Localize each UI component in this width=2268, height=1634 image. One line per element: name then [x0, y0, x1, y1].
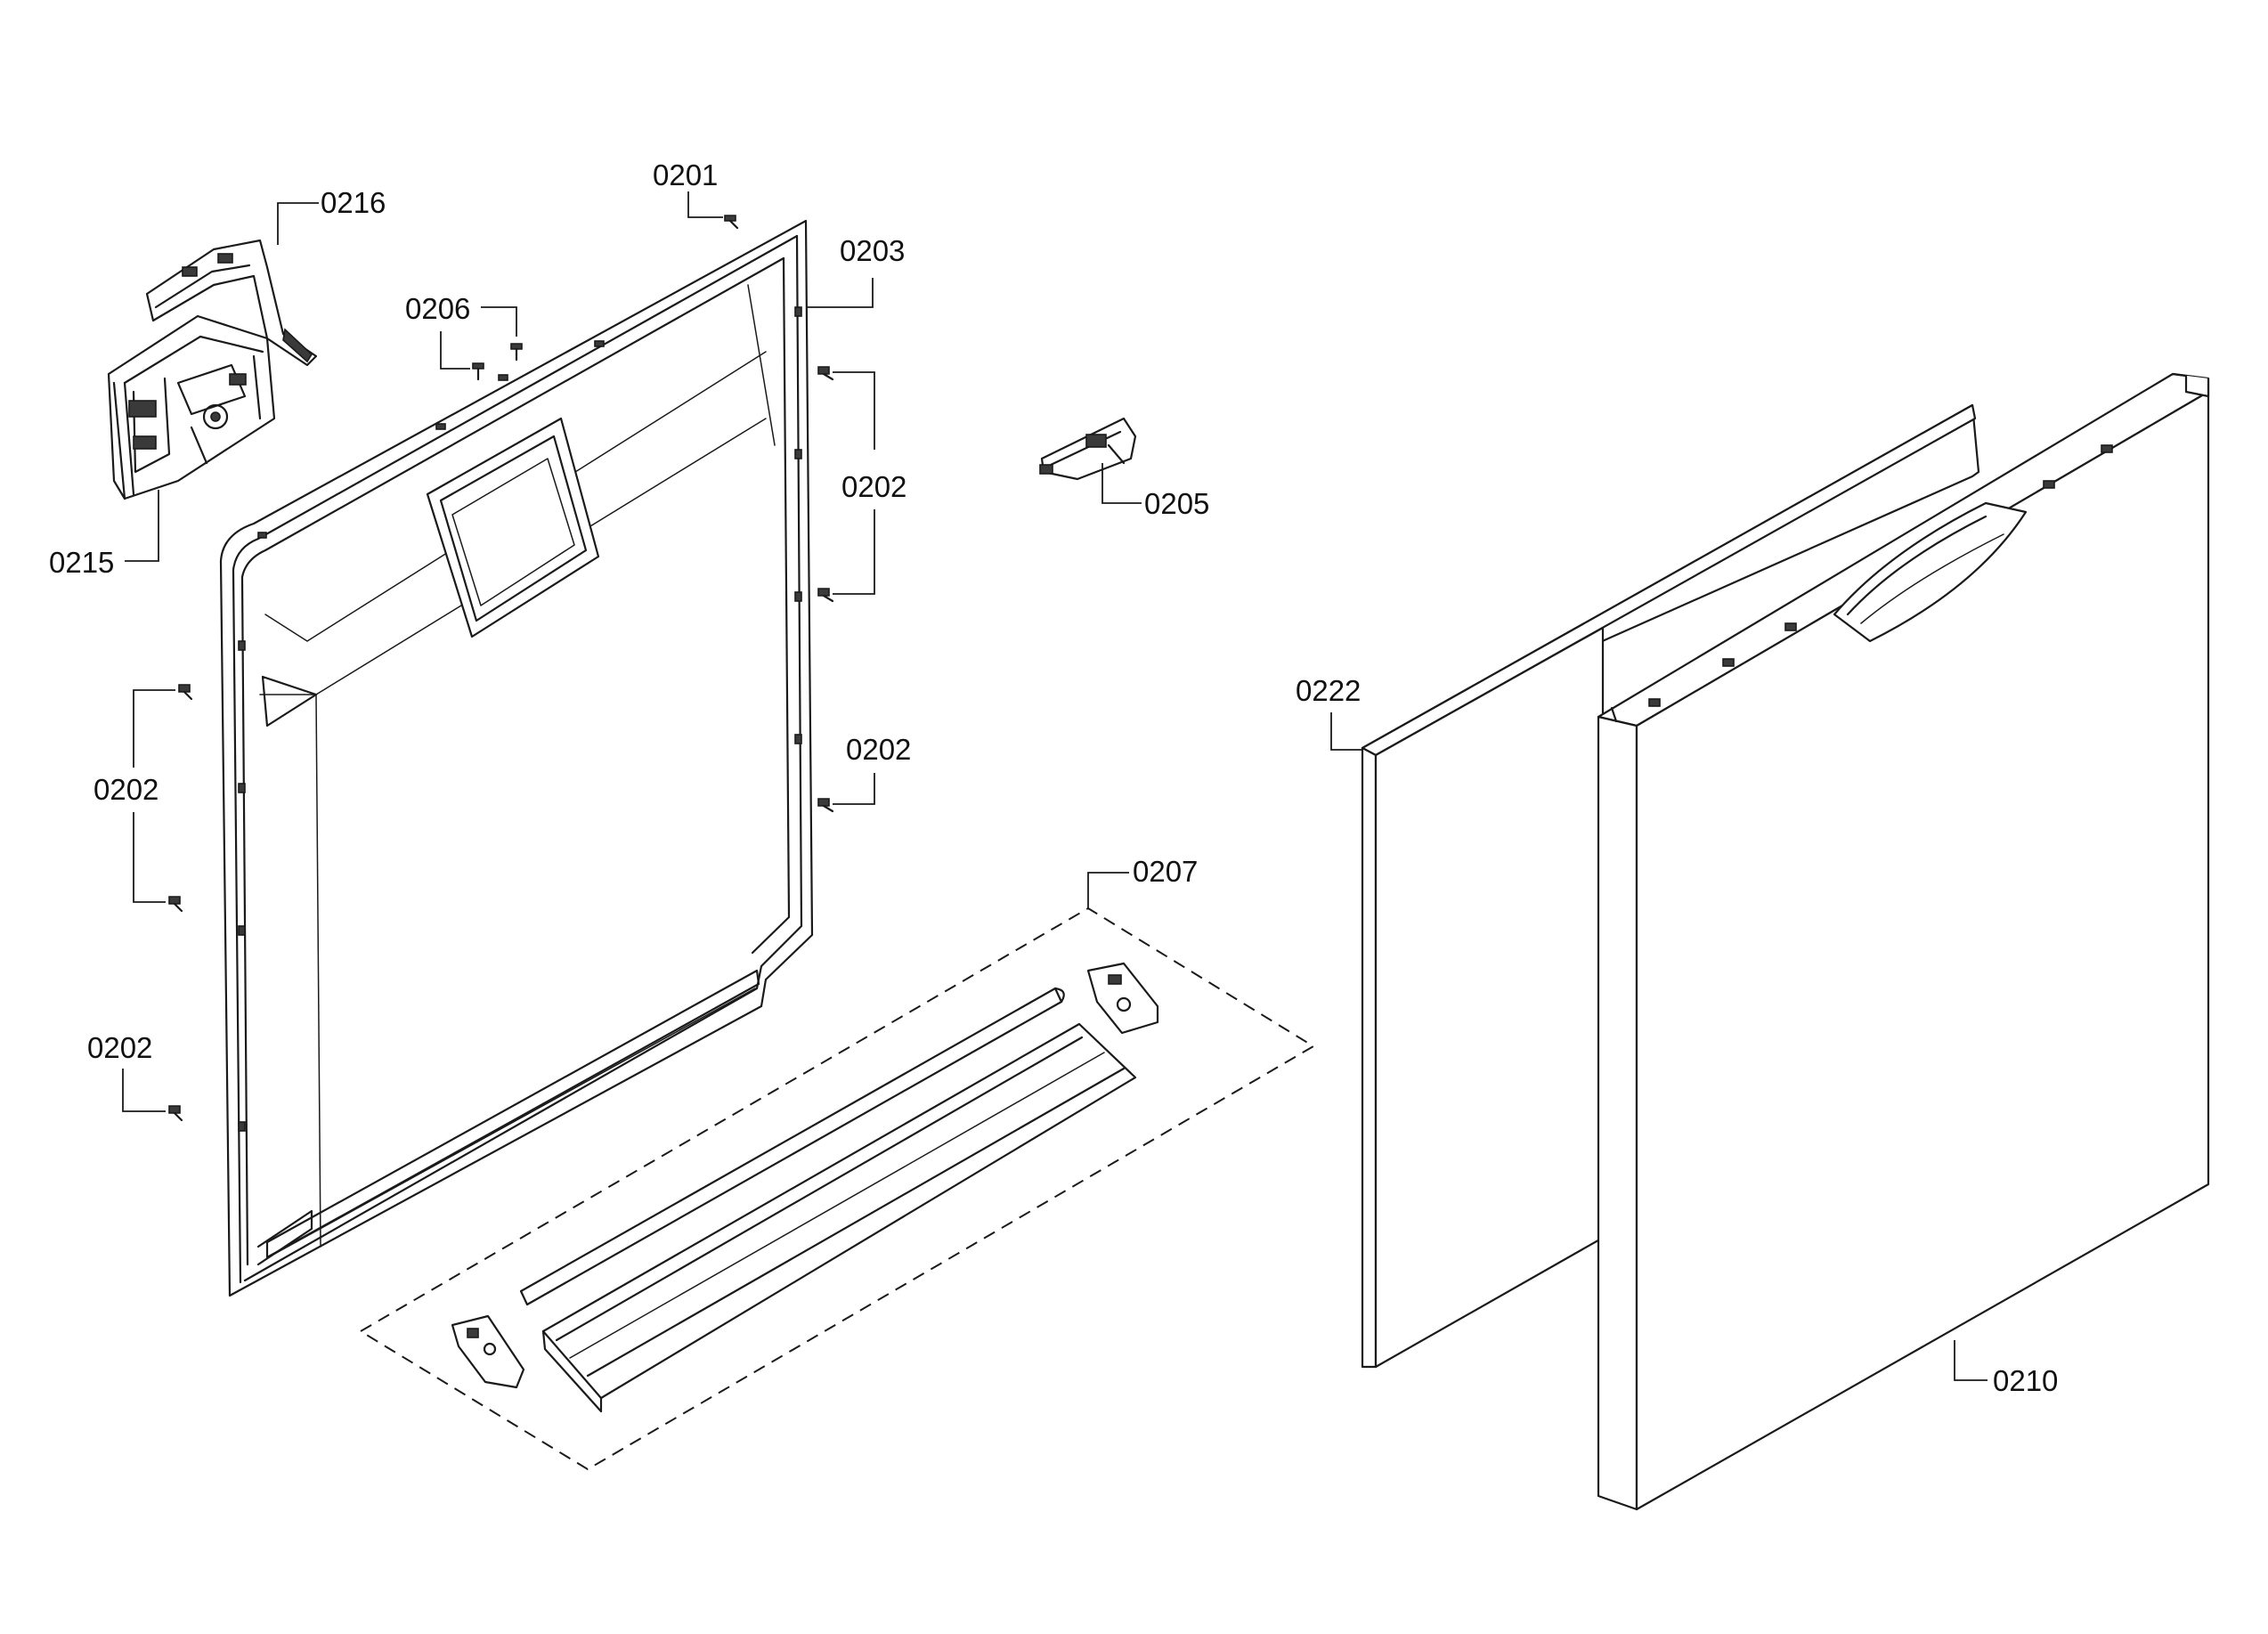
label-0203: 0203: [840, 234, 905, 267]
screw-0202-right-top: [817, 366, 834, 381]
screw-0202-left-top: [178, 684, 193, 701]
part-labels: 0201 0203 0206 0216 0215 0202 0202 0202 …: [49, 159, 2058, 1397]
label-0202-left-mid: 0202: [93, 773, 159, 806]
bottom-seal-kit: [359, 906, 1315, 1471]
label-0206: 0206: [405, 292, 470, 325]
screw-0202-left-low: [168, 1105, 183, 1122]
latch-clip: [1039, 417, 1137, 481]
screw-0201: [724, 215, 739, 230]
label-0210: 0210: [1993, 1364, 2058, 1397]
label-0202-left-low: 0202: [87, 1031, 152, 1064]
leader-lines: [122, 191, 1988, 1381]
screw-set: [168, 215, 834, 1122]
label-0207: 0207: [1133, 855, 1198, 888]
label-0222: 0222: [1296, 674, 1361, 707]
label-0201: 0201: [653, 159, 718, 191]
door-panel: [1597, 372, 2210, 1511]
inner-door-frame: [219, 219, 814, 1297]
lock-bracket: [145, 239, 318, 367]
label-0202-right-top: 0202: [841, 470, 906, 503]
label-0216: 0216: [321, 186, 386, 219]
screw-0202-left-mid: [168, 896, 183, 913]
label-0202-right-low: 0202: [846, 733, 911, 766]
screw-0206-b: [510, 343, 523, 362]
screw-0202-right-mid: [817, 588, 834, 603]
door-lock-module: [107, 314, 276, 500]
label-0205: 0205: [1144, 487, 1209, 520]
outer-panel: [1361, 403, 1980, 1369]
screw-0206-a: [472, 362, 484, 381]
label-0215: 0215: [49, 546, 114, 579]
screw-0202-right-low: [817, 798, 834, 813]
